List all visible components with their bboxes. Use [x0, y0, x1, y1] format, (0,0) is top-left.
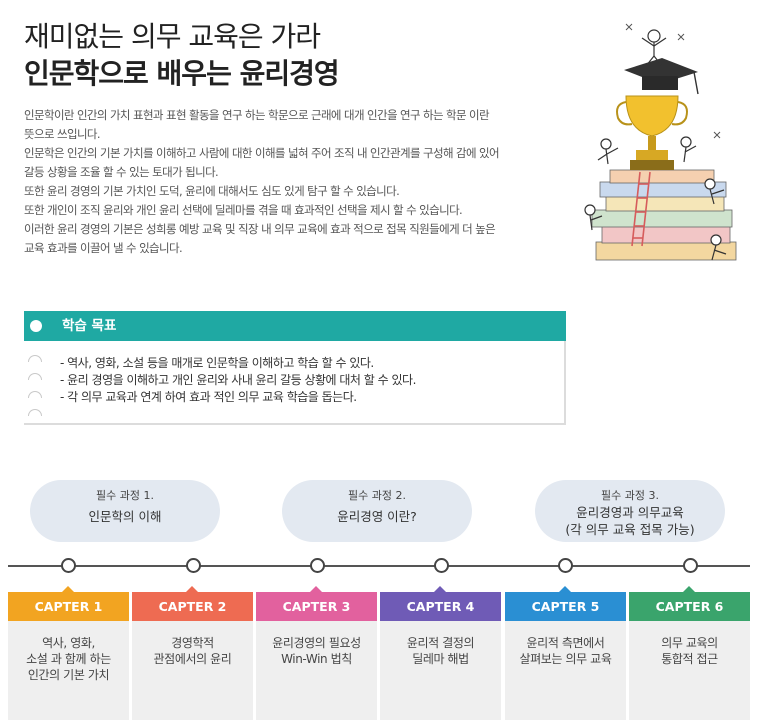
- timeline-node: [61, 558, 76, 573]
- pointer-triangle: [559, 586, 571, 592]
- page-title: 재미없는 의무 교육은 가라 인문학으로 배우는 윤리경영: [24, 18, 340, 92]
- chapter-desc-line: 관점에서의 윤리: [153, 652, 232, 666]
- trophy-icon: [616, 95, 688, 170]
- course-label: 필수 과정 3.: [601, 489, 659, 502]
- learning-goals-box: 학습 목표 - 역사, 영화, 소설 등을 매개로 인문학을 이해하고 학습 할…: [24, 311, 566, 425]
- chapter-card-3: CAPTER 3 윤리경영의 필요성 Win-Win 법칙: [256, 586, 377, 720]
- chapter-desc: 경영학적 관점에서의 윤리: [132, 621, 253, 667]
- chapter-desc: 의무 교육의 통합적 접근: [629, 621, 750, 667]
- intro-line: 또한 개인이 조직 윤리와 개인 윤리 선택에 딜레마를 겪을 때 효과적인 선…: [24, 203, 463, 217]
- chapter-desc: 윤리경영의 필요성 Win-Win 법칙: [256, 621, 377, 667]
- goal-item: - 윤리 경영을 이해하고 개인 윤리와 사내 윤리 갈등 상황에 대처 할 수…: [60, 373, 416, 387]
- course-bubble-1: 필수 과정 1. 인문학의 이해: [30, 480, 220, 542]
- course-subname: (각 의무 교육 접목 가능): [565, 522, 695, 537]
- books-trophy-illustration: [584, 23, 737, 261]
- chapter-card-2: CAPTER 2 경영학적 관점에서의 윤리: [132, 586, 253, 720]
- chapter-desc-line: 윤리적 측면에서: [526, 636, 605, 650]
- intro-line: 인문학은 인간의 기본 가치를 이해하고 사람에 대한 이해를 넓혀 주어 조직…: [24, 146, 500, 160]
- chapter-desc: 역사, 영화, 소설 과 함께 하는 인간의 기본 가치: [8, 621, 129, 683]
- chapter-tab: CAPTER 3: [256, 586, 377, 621]
- pointer-triangle: [434, 586, 446, 592]
- timeline-node: [310, 558, 325, 573]
- timeline-node: [186, 558, 201, 573]
- timeline-line: [8, 565, 750, 567]
- chapter-desc-line: 윤리적 결정의: [406, 636, 475, 650]
- chapter-card-5: CAPTER 5 윤리적 측면에서 살펴보는 의무 교육: [505, 586, 626, 720]
- chapter-card-6: CAPTER 6 의무 교육의 통합적 접근: [629, 586, 750, 720]
- intro-line: 뜻으로 쓰입니다.: [24, 127, 101, 141]
- chapter-title: CAPTER 6: [655, 599, 724, 614]
- chapter-desc-line: Win-Win 법칙: [281, 652, 352, 666]
- binder-ring-icon: [28, 373, 42, 380]
- intro-line: 이러한 윤리 경영의 기본은 성희롱 예방 교육 및 직장 내 의무 교육에 효…: [24, 222, 496, 236]
- binder-ring-icon: [28, 355, 42, 362]
- intro-line: 인문학이란 인간의 가치 표현과 표현 활동을 연구 하는 학문으로 근래에 대…: [24, 108, 490, 122]
- graduation-cap-icon: [624, 58, 699, 95]
- course-name: 인문학의 이해: [88, 509, 162, 524]
- chapter-tab: CAPTER 1: [8, 586, 129, 621]
- chapter-desc-line: 의무 교육의: [661, 636, 718, 650]
- timeline-node: [558, 558, 573, 573]
- chapter-desc-line: 딜레마 해법: [412, 652, 469, 666]
- chapter-desc-line: 역사, 영화,: [42, 636, 95, 650]
- chapter-desc-line: 통합적 접근: [661, 652, 718, 666]
- course-name: 윤리경영과 의무교육: [576, 505, 684, 520]
- timeline-node: [434, 558, 449, 573]
- timeline-node: [683, 558, 698, 573]
- chapter-desc-line: 인간의 기본 가치: [27, 668, 110, 682]
- chapter-desc-line: 살펴보는 의무 교육: [519, 652, 612, 666]
- chapter-tab: CAPTER 6: [629, 586, 750, 621]
- chapter-tab: CAPTER 4: [380, 586, 501, 621]
- learning-goals-title: 학습 목표: [62, 318, 117, 334]
- goal-item: - 역사, 영화, 소설 등을 매개로 인문학을 이해하고 학습 할 수 있다.: [60, 356, 374, 370]
- chapter-title: CAPTER 5: [531, 599, 600, 614]
- title-line-2: 인문학으로 배우는 윤리경영: [24, 57, 340, 90]
- chapter-desc-line: 경영학적: [171, 636, 214, 650]
- bullet-dot-icon: [30, 320, 42, 332]
- intro-line: 또한 윤리 경영의 기본 가치인 도덕, 윤리에 대해서도 심도 있게 탐구 할…: [24, 184, 400, 198]
- chapter-desc: 윤리적 측면에서 살펴보는 의무 교육: [505, 621, 626, 667]
- pointer-triangle: [186, 586, 198, 592]
- binder-ring-icon: [28, 409, 42, 416]
- chapter-card-4: CAPTER 4 윤리적 결정의 딜레마 해법: [380, 586, 501, 720]
- learning-goals-body: - 역사, 영화, 소설 등을 매개로 인문학을 이해하고 학습 할 수 있다.…: [24, 341, 566, 425]
- chapter-title: CAPTER 3: [282, 599, 351, 614]
- chapter-title: CAPTER 4: [406, 599, 475, 614]
- intro-text: 인문학이란 인간의 가치 표현과 표현 활동을 연구 하는 학문으로 근래에 대…: [24, 106, 524, 258]
- ladder-icon: [631, 171, 651, 247]
- course-name: 윤리경영 이란?: [337, 509, 417, 524]
- goal-item: - 각 의무 교육과 연계 하여 효과 적인 의무 교육 학습을 돕는다.: [60, 390, 357, 404]
- course-bubble-2: 필수 과정 2. 윤리경영 이란?: [282, 480, 472, 542]
- people-icons: [584, 29, 727, 261]
- chapter-tab: CAPTER 2: [132, 586, 253, 621]
- learning-goals-list: - 역사, 영화, 소설 등을 매개로 인문학을 이해하고 학습 할 수 있다.…: [24, 341, 564, 406]
- intro-line: 교육 효과를 이끌어 낼 수 있습니다.: [24, 241, 183, 255]
- chapter-title: CAPTER 2: [158, 599, 227, 614]
- pointer-triangle: [310, 586, 322, 592]
- chapter-desc-line: 소설 과 함께 하는: [26, 652, 111, 666]
- pointer-triangle: [683, 586, 695, 592]
- course-bubble-3: 필수 과정 3. 윤리경영과 의무교육 (각 의무 교육 접목 가능): [535, 480, 725, 542]
- chapter-tab: CAPTER 5: [505, 586, 626, 621]
- chapter-title: CAPTER 1: [34, 599, 103, 614]
- chapter-desc-line: 윤리경영의 필요성: [272, 636, 361, 650]
- sparkle-marks: [625, 23, 721, 139]
- title-line-1: 재미없는 의무 교육은 가라: [24, 20, 321, 53]
- binder-ring-icon: [28, 391, 42, 398]
- course-label: 필수 과정 1.: [96, 489, 154, 502]
- pointer-triangle: [62, 586, 74, 592]
- learning-goals-header: 학습 목표: [24, 311, 566, 341]
- intro-line: 갈등 상황을 조율 할 수 있는 토대가 됩니다.: [24, 165, 219, 179]
- chapter-desc: 윤리적 결정의 딜레마 해법: [380, 621, 501, 667]
- chapter-card-1: CAPTER 1 역사, 영화, 소설 과 함께 하는 인간의 기본 가치: [8, 586, 129, 720]
- course-label: 필수 과정 2.: [348, 489, 406, 502]
